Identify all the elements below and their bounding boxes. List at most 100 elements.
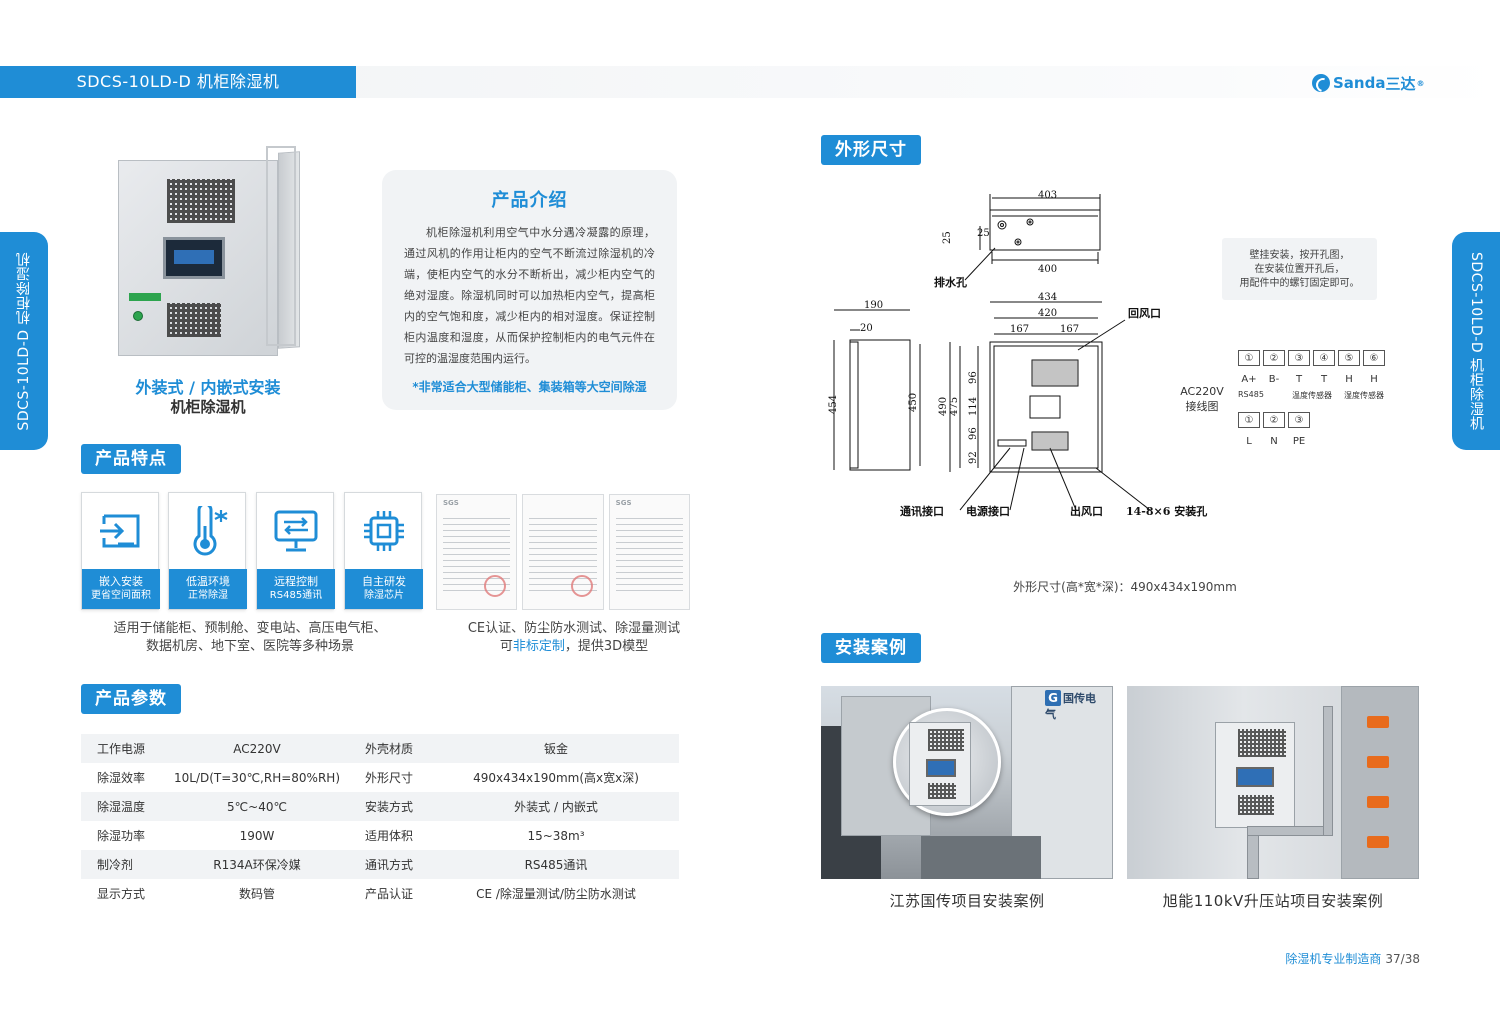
terminal-label-h1: H xyxy=(1345,374,1353,385)
wiring-ac-label: AC220V xyxy=(1180,385,1224,398)
terminal-6: ⑥ xyxy=(1363,350,1385,366)
wiring-diagram: AC220V 接线图 ① ② ③ ④ ⑤ ⑥ A+ B- T T H H RS4… xyxy=(1176,348,1396,458)
label-comm-port: 通讯接口 xyxy=(900,504,944,518)
spec-cell-k1: 除湿温度 xyxy=(81,792,163,821)
dim-front-96-bottom: 96 xyxy=(968,427,979,440)
feature-card-embed: 嵌入安装更省空间面积 xyxy=(81,492,160,610)
spec-cell-k1: 制冷剂 xyxy=(81,850,163,879)
dim-front-475: 475 xyxy=(949,397,960,416)
spec-cell-v1: 190W xyxy=(239,828,275,843)
certificate-text xyxy=(615,513,683,591)
thermometer-snow-icon xyxy=(169,501,247,561)
terminal-l: ① xyxy=(1238,412,1260,428)
spec-cell-v1: 5℃~40℃ xyxy=(163,792,351,821)
intro-body: 机柜除湿机利用空气中水分遇冷凝露的原理，通过风机的作用让柜内的空气不断流过除湿机… xyxy=(404,226,655,365)
terminal-pe: ③ xyxy=(1288,412,1310,428)
certificate-header: SGS xyxy=(615,499,632,507)
top-view-outline xyxy=(989,209,1101,251)
feature-subtitle: 更省空间面积 xyxy=(91,590,151,601)
spec-cell-k2: 外壳材质 xyxy=(351,734,433,763)
dimension-drawing: 403 25 25 400 排水孔 190 20 454 450 xyxy=(828,190,1207,518)
brand-logo: Sanda 三达 ® xyxy=(1312,72,1424,94)
spec-cell-k1: 工作电源 xyxy=(81,734,163,763)
unit-screen xyxy=(1236,767,1274,787)
photo-breaker xyxy=(1367,716,1389,728)
spec-cell-v2: 15~38m³ xyxy=(527,828,585,843)
side-tab-right-label: SDCS-10LD-D 机柜除湿机 xyxy=(1468,251,1484,431)
spec-cell-v2: CE /除湿量测试/防尘防水测试 xyxy=(476,887,636,901)
dim-front-96-top: 96 xyxy=(968,371,979,384)
product-bottom-grille xyxy=(167,303,221,337)
photo-conduit-vertical xyxy=(1323,706,1333,836)
side-tab-right: SDCS-10LD-D 机柜除湿机 xyxy=(1452,232,1500,450)
installed-unit xyxy=(909,722,971,806)
feature-title: 嵌入安装 xyxy=(99,575,143,588)
spec-cell-k2: 产品认证 xyxy=(365,887,414,901)
unit-screen xyxy=(926,759,956,777)
footer-tagline: 除湿机专业制造商 xyxy=(1285,952,1382,966)
feature-label-chip: 自主研发除湿芯片 xyxy=(345,569,423,609)
product-display xyxy=(163,237,225,279)
terminal-label-t2: T xyxy=(1320,374,1328,385)
front-view-outline xyxy=(989,341,1103,473)
seal-icon xyxy=(484,575,507,597)
photo-breaker xyxy=(1367,796,1389,808)
terminal-row-bottom: ① ② ③ xyxy=(1238,412,1313,428)
certs-text: CE认证、防尘防水测试、除湿量测试 可非标定制，提供3D模型 xyxy=(436,620,712,656)
wiring-diagram-label: 接线图 xyxy=(1185,400,1219,413)
terminal-label-pe: PE xyxy=(1292,436,1306,447)
product-flange xyxy=(266,146,296,346)
terminal-1: ① xyxy=(1238,350,1260,366)
case-caption-xuneng: 旭能110kV升压站项目安装案例 xyxy=(1162,892,1384,910)
logo-registered-mark: ® xyxy=(1416,78,1425,88)
terminal-row-top: ① ② ③ ④ ⑤ ⑥ xyxy=(1238,350,1388,366)
product-photo xyxy=(118,146,302,356)
dim-front-167-right: 167 xyxy=(1060,324,1079,335)
certificate-report xyxy=(522,494,604,610)
logo-text-cn: 三达 xyxy=(1385,74,1416,93)
certs-text-post: ，提供3D模型 xyxy=(564,639,649,654)
photo-breaker xyxy=(1367,836,1389,848)
dim-side-190: 190 xyxy=(864,300,883,311)
photo-ground xyxy=(921,836,1041,879)
spec-cell-k2: 外形尺寸 xyxy=(365,771,414,785)
dim-front-92: 92 xyxy=(968,451,979,464)
product-caption-name: 机柜除湿机 xyxy=(170,398,246,416)
feature-label-embed: 嵌入安装更省空间面积 xyxy=(82,569,160,609)
certificate-sgs-2: SGS xyxy=(608,494,690,610)
certs-text-line1: CE认证、防尘防水测试、除湿量测试 xyxy=(467,621,681,636)
certificate-header: SGS xyxy=(443,499,459,507)
dim-side-454: 454 xyxy=(828,395,839,414)
product-cable-gland xyxy=(133,311,143,321)
terminal-n: ② xyxy=(1263,412,1285,428)
spec-cell-v2: 钣金 xyxy=(433,734,679,763)
spec-cell-k2: 安装方式 xyxy=(351,792,433,821)
terminal-label-t1: T xyxy=(1295,374,1303,385)
case-caption-jiangsu: 江苏国传项目安装案例 xyxy=(889,892,1045,910)
product-top-grille xyxy=(167,179,235,223)
dim-side-20: 20 xyxy=(860,323,873,334)
certs-text-line2: 可非标定制，提供3D模型 xyxy=(436,638,712,656)
dim-front-167-left: 167 xyxy=(1010,324,1029,335)
certificate-sgs-1: SGS xyxy=(436,494,518,610)
unit-grille xyxy=(928,729,964,751)
terminal-4: ④ xyxy=(1313,350,1335,366)
features-text-line2: 数据机房、地下室、医院等多种场景 xyxy=(145,639,354,654)
label-drain-hole: 排水孔 xyxy=(934,275,967,289)
section-label-params: 产品参数 xyxy=(81,684,181,714)
section-label-dimensions: 外形尺寸 xyxy=(821,135,921,165)
guochuan-logo-text: 国传电气 xyxy=(1045,692,1096,721)
case-photo-xuneng xyxy=(1127,686,1419,879)
side-tab-left-label: SDCS-10LD-D 机柜除湿机 xyxy=(16,251,32,431)
terminal-label-n: N xyxy=(1270,436,1278,447)
spec-cell-v1: 数码管 xyxy=(238,887,275,901)
